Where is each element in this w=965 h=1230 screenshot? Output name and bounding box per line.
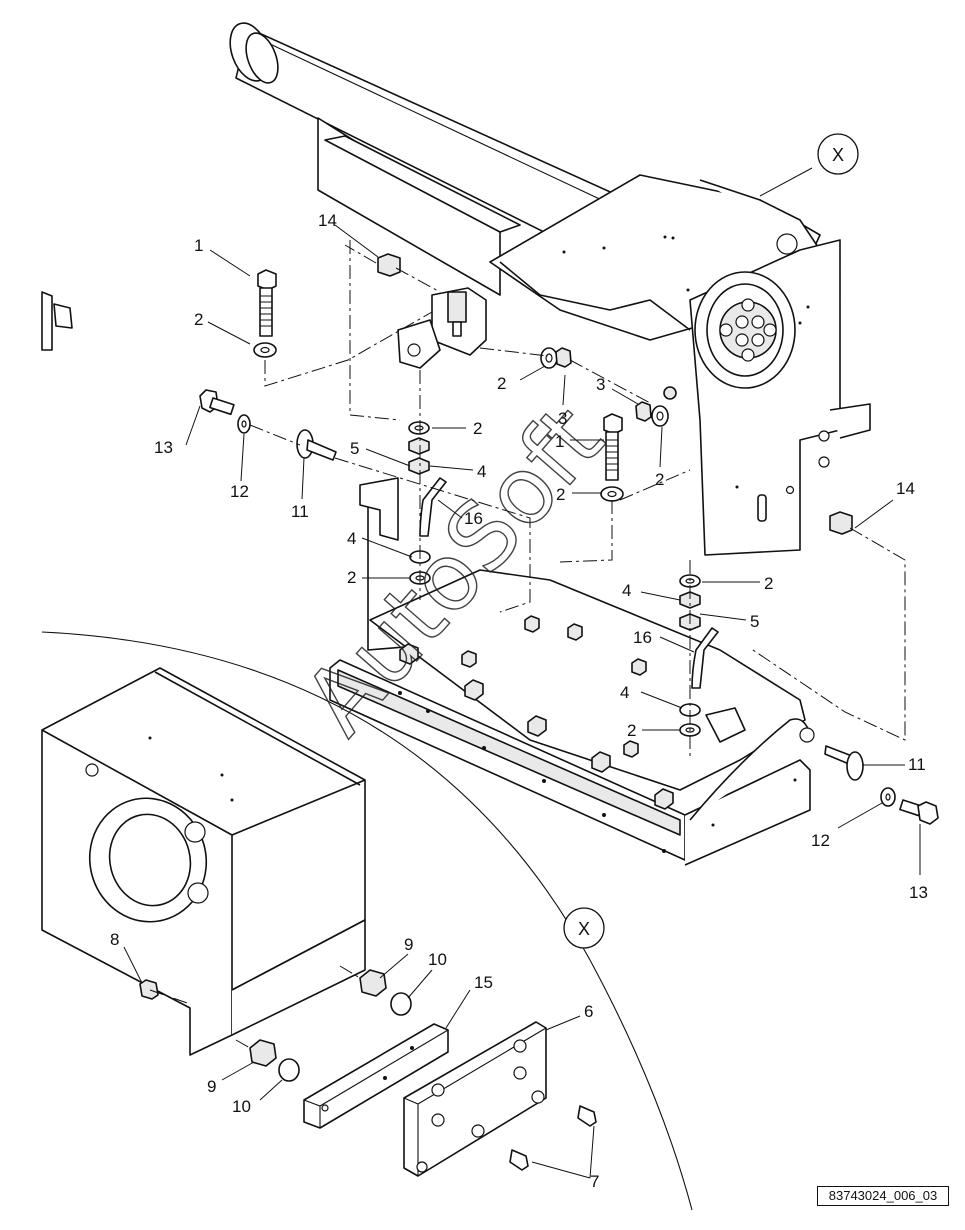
bar-15	[303, 1023, 449, 1129]
base-frame	[329, 477, 815, 866]
center-lines	[149, 240, 906, 1049]
pin-assembly-left	[199, 389, 337, 461]
callout-16: 16	[464, 509, 483, 528]
callout-13: 13	[154, 438, 173, 457]
callout-9: 9	[404, 935, 413, 954]
callout-14: 14	[318, 211, 337, 230]
callout-4: 4	[477, 462, 486, 481]
callout-4: 4	[622, 581, 631, 600]
cap-10-upper	[390, 992, 412, 1016]
drawing-id-label: 83743024_006_03	[817, 1186, 949, 1206]
callout-5: 5	[750, 612, 759, 631]
bolt-1-right	[603, 413, 623, 481]
callout-2: 2	[556, 485, 565, 504]
callout-2: 2	[347, 568, 356, 587]
screw-7-upper	[577, 1105, 597, 1127]
callout-12: 12	[811, 831, 830, 850]
svg-text:X: X	[832, 145, 844, 165]
block-14-right	[829, 511, 853, 535]
bolt-1-left	[257, 269, 277, 337]
callout-13: 13	[909, 883, 928, 902]
callout-12: 12	[230, 482, 249, 501]
callout-2: 2	[627, 721, 636, 740]
callout-10: 10	[232, 1097, 251, 1116]
detail-marker-top: X	[817, 133, 859, 175]
callout-6: 6	[584, 1002, 593, 1021]
callout-4: 4	[620, 683, 629, 702]
nut-8	[139, 979, 159, 1000]
cap-10-lower	[278, 1058, 300, 1082]
leader-lines	[123, 167, 921, 1179]
detail-housing	[41, 667, 366, 1056]
callout-9: 9	[207, 1077, 216, 1096]
screw-7-lower	[509, 1149, 529, 1171]
pin-assembly-right	[824, 745, 939, 825]
callout-14: 14	[896, 479, 915, 498]
upper-support-frame	[317, 117, 871, 556]
detail-view-boundary-arc	[41, 631, 693, 1211]
callout-labels: 1 2 14 2 3 3 1 2 2 13 12 11 2 5 4 16 4 2…	[110, 211, 928, 1191]
callout-10: 10	[428, 950, 447, 969]
detail-marker-bottom: X	[563, 907, 605, 949]
callout-8: 8	[110, 930, 119, 949]
callout-3: 3	[596, 375, 605, 394]
hydraulic-tube	[229, 22, 651, 271]
svg-text:X: X	[578, 919, 590, 939]
callout-2: 2	[473, 419, 482, 438]
callout-16: 16	[633, 628, 652, 647]
callout-7: 7	[590, 1172, 599, 1191]
callout-2: 2	[194, 310, 203, 329]
block-14-left	[377, 253, 401, 277]
callout-15: 15	[474, 973, 493, 992]
callout-2: 2	[655, 470, 664, 489]
callout-4: 4	[347, 529, 356, 548]
valve-block	[397, 287, 487, 369]
callout-1: 1	[194, 236, 203, 255]
callout-5: 5	[350, 439, 359, 458]
side-fragment	[41, 291, 73, 351]
callout-1: 1	[555, 432, 564, 451]
plate-6	[403, 1021, 547, 1177]
callout-11: 11	[291, 502, 309, 521]
callout-2: 2	[497, 374, 506, 393]
callout-11: 11	[908, 755, 926, 774]
callout-3: 3	[558, 409, 567, 428]
callout-2: 2	[764, 574, 773, 593]
